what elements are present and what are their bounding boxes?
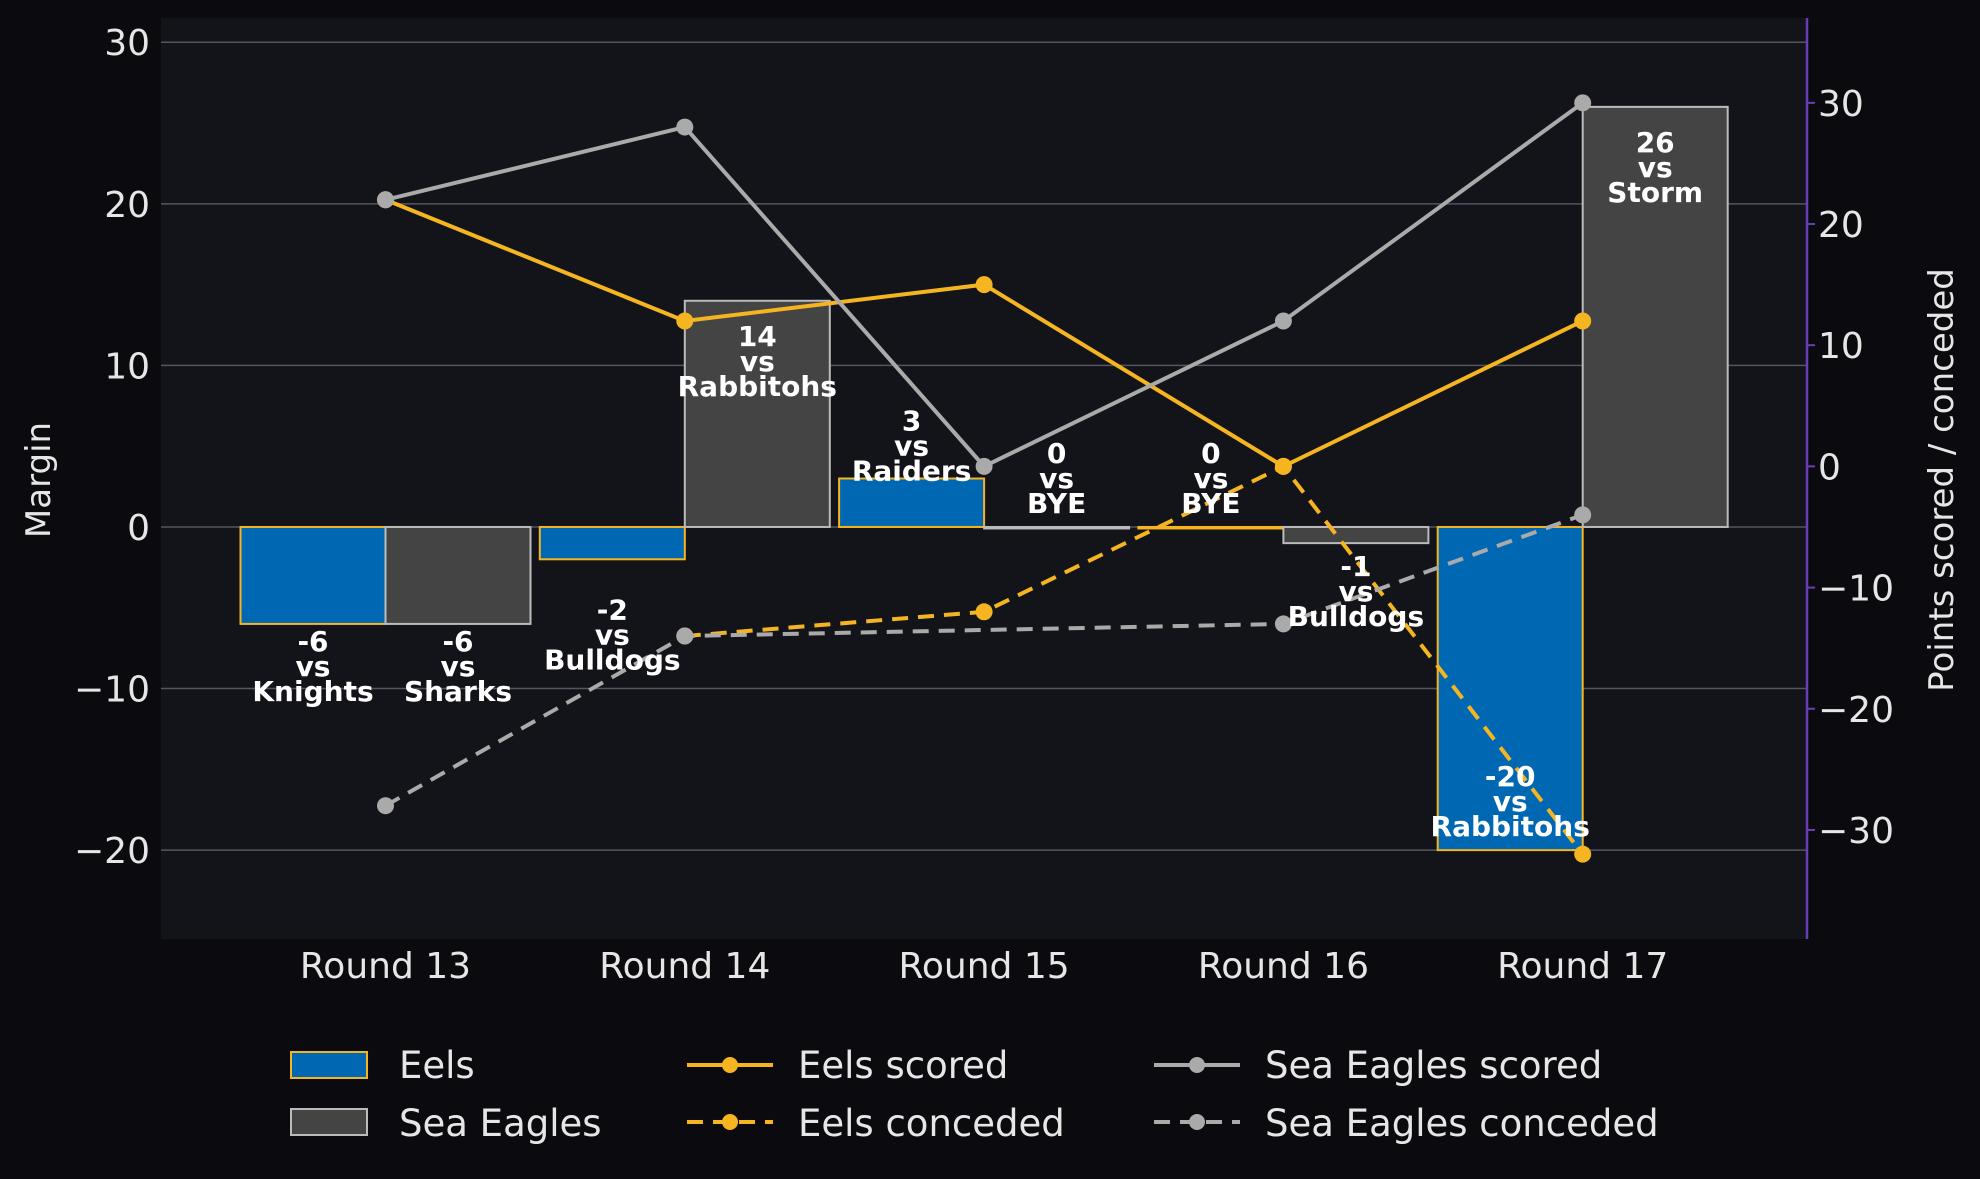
bar-value-label: Rabbitohs: [678, 370, 837, 403]
legend-label-eels: Eels: [399, 1044, 475, 1087]
bar-value-label: Knights: [252, 675, 373, 708]
bar-value-label: vs: [740, 345, 775, 378]
bar-value-label: 3: [902, 405, 921, 438]
legend-swatch-sea-eagles: [290, 1108, 368, 1136]
legend-swatch-eels: [290, 1051, 368, 1079]
line-series: [377, 94, 1592, 863]
sea-eagles-bar: [1282, 525, 1430, 545]
left-tick-label: −20: [74, 831, 150, 872]
bar-value-label: BYE: [1181, 487, 1240, 520]
bar-value-label: -6: [442, 625, 473, 658]
category-label: Round 15: [899, 946, 1070, 987]
left-tick-label: 20: [104, 185, 150, 226]
bar-value-label: vs: [296, 650, 331, 683]
left-tick-label: 30: [104, 23, 150, 64]
bar-value-label: Rabbitohs: [1431, 810, 1590, 843]
eels-scored-point: [975, 276, 993, 294]
legend-marker-eels-conceded: [722, 1114, 738, 1130]
bar-value-label: Bulldogs: [544, 643, 680, 676]
eels-conceded-point: [1274, 457, 1292, 475]
left-tick-label: −10: [74, 670, 150, 711]
bar-value-label: Bulldogs: [1288, 600, 1424, 633]
sea-eagles-bar: [384, 525, 532, 625]
legend-marker-eels-scored: [722, 1057, 738, 1073]
bar-value-label: Raiders: [852, 455, 972, 488]
right-tick-label: 30: [1818, 84, 1864, 125]
bar-value-label: -1: [1340, 550, 1371, 583]
bar-labels: -6vsKnights-2vsBulldogs3vsRaiders0vsBYE-…: [252, 126, 1703, 843]
bar-value-label: 14: [738, 320, 777, 353]
bar-value-label: Storm: [1607, 176, 1703, 209]
legend-label-eels-scored: Eels scored: [798, 1044, 1008, 1087]
sea-eagles-scored-point: [975, 457, 993, 475]
sea-eagles-scored-point: [676, 118, 694, 136]
sea-eagles-bar: [1581, 105, 1729, 528]
category-label: Round 13: [300, 946, 471, 987]
bar-value-label: Sharks: [404, 675, 512, 708]
eels-scored-point: [1574, 312, 1592, 330]
eels-bar: [538, 525, 686, 561]
left-tick-label: 10: [104, 346, 150, 387]
right-tick-label: −10: [1818, 569, 1894, 610]
legend-label-sea-eagles: Sea Eagles: [399, 1102, 602, 1145]
left-axis-label: Margin: [19, 422, 59, 538]
right-tick-label: 10: [1818, 326, 1864, 367]
legend-label-sea-eagles-scored: Sea Eagles scored: [1265, 1044, 1602, 1087]
sea-eagles-conceded-line: [384, 512, 1584, 808]
left-axis-ticks: −20 −10 0 10 20 30: [74, 23, 150, 872]
bar-value-label: vs: [1638, 151, 1673, 184]
bar-value-label: 0: [1201, 437, 1220, 470]
bar-value-label: BYE: [1027, 487, 1086, 520]
legend-label-sea-eagles-conceded: Sea Eagles conceded: [1265, 1102, 1659, 1145]
legend-label-eels-conceded: Eels conceded: [798, 1102, 1065, 1145]
sea-eagles-conceded-point: [1574, 506, 1592, 524]
bar-value-label: vs: [1039, 462, 1074, 495]
bar-value-label: vs: [1338, 575, 1373, 608]
bar-value-label: vs: [441, 650, 476, 683]
eels-conceded-point: [1574, 845, 1592, 863]
legend-marker-sea-eagles-conceded: [1189, 1114, 1205, 1130]
bar-value-label: -6: [297, 625, 328, 658]
eels-bar: [838, 477, 986, 528]
category-label: Round 17: [1497, 946, 1668, 987]
right-tick-label: −30: [1818, 811, 1894, 852]
sea-eagles-scored-point: [1574, 94, 1592, 112]
sea-eagles-bar: [683, 299, 831, 528]
sea-eagles-scored-point: [377, 191, 394, 209]
bar-value-label: vs: [1193, 462, 1228, 495]
bar-value-label: vs: [1493, 785, 1528, 818]
category-label: Round 14: [599, 946, 770, 987]
eels-bar: [1436, 525, 1584, 852]
category-labels: Round 13 Round 14 Round 15 Round 16 Round 17: [300, 946, 1668, 987]
right-axis-ticks: −30 −20 −10 0 10 20 30: [1807, 84, 1894, 852]
bar-value-label: -20: [1485, 760, 1536, 793]
bar-value-label: 0: [1047, 437, 1066, 470]
sea-eagles-conceded-point: [377, 797, 394, 815]
right-axis-label: Points scored / conceded: [1922, 268, 1962, 692]
sea-eagles-scored-point: [1274, 312, 1292, 330]
sea-eagles-conceded-point: [1274, 615, 1292, 633]
legend: Eels Sea Eagles Eels scored Eels concede…: [290, 1044, 1659, 1145]
bar-value-label: -2: [597, 593, 628, 626]
eels-bar: [239, 525, 387, 625]
right-tick-label: −20: [1818, 690, 1894, 731]
eels-scored-point: [676, 312, 694, 330]
sea-eagles-conceded-point: [676, 627, 694, 645]
left-tick-label: 0: [127, 508, 150, 549]
bar-value-label: vs: [595, 618, 630, 651]
bar-value-label: vs: [894, 430, 929, 463]
sea-eagles-bar: [983, 525, 1131, 530]
eels-conceded-point: [975, 603, 993, 621]
right-tick-label: 0: [1818, 447, 1841, 488]
legend-marker-sea-eagles-scored: [1189, 1057, 1205, 1073]
bar-value-label: 26: [1636, 126, 1675, 159]
category-label: Round 16: [1198, 946, 1369, 987]
right-tick-label: 20: [1818, 205, 1864, 246]
bars: [239, 105, 1729, 852]
